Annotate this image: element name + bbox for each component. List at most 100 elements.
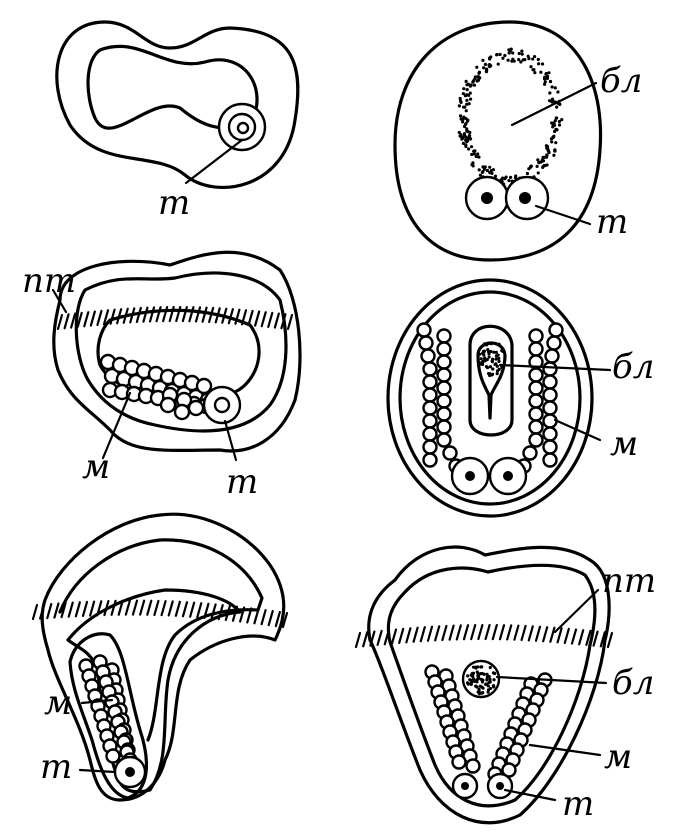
dot <box>459 133 462 136</box>
mesoderm-cell <box>424 415 437 428</box>
dot <box>491 367 494 370</box>
dot <box>486 358 489 361</box>
cilium <box>500 625 504 639</box>
label-bl: бл <box>612 347 654 387</box>
dot <box>549 80 552 83</box>
cilium <box>255 312 259 326</box>
dot <box>537 171 540 174</box>
mesoderm-cell <box>175 405 189 419</box>
dot <box>464 139 467 142</box>
dot <box>492 351 495 354</box>
dot <box>476 670 479 673</box>
dot <box>475 155 478 158</box>
panel-5-embryo: м m <box>33 514 287 800</box>
cilium <box>565 629 569 643</box>
cilium <box>69 603 73 617</box>
dot <box>558 123 561 126</box>
dot <box>539 71 542 74</box>
dot <box>474 75 477 78</box>
mesoderm-cell <box>530 369 543 382</box>
mesoderm-cell <box>438 356 451 369</box>
mesoderm-cell <box>530 408 543 421</box>
dot <box>527 55 530 58</box>
dot <box>520 49 523 52</box>
cilium <box>76 602 80 616</box>
dot <box>482 350 485 353</box>
dot <box>550 137 553 140</box>
mesoderm-cell <box>530 382 543 395</box>
mesoderm-cell <box>544 441 557 454</box>
dot <box>468 134 471 137</box>
dot <box>509 176 512 179</box>
cilium <box>203 308 207 322</box>
dot <box>478 692 481 695</box>
dot <box>529 65 532 68</box>
mesoderm-cell <box>438 382 451 395</box>
mesoderm-cell <box>418 324 431 337</box>
dot <box>548 91 551 94</box>
mesoderm-cell <box>530 421 543 434</box>
dot <box>546 145 549 148</box>
label-m: m <box>40 747 72 787</box>
cilium <box>529 626 533 640</box>
cilium <box>84 312 88 326</box>
dot <box>517 58 520 61</box>
cilium <box>140 601 144 615</box>
dot <box>486 169 489 172</box>
cilium <box>154 601 158 615</box>
dot <box>470 145 473 148</box>
cilium <box>435 626 439 640</box>
dot <box>468 102 471 105</box>
cilium <box>514 626 518 640</box>
label-bl: бл <box>600 61 642 101</box>
mesoderm-cell <box>422 350 435 363</box>
cilium <box>47 604 51 618</box>
dot <box>464 123 467 126</box>
cilium <box>608 633 612 647</box>
dot <box>529 165 532 168</box>
panel-6-embryo: пт бл м m <box>356 547 656 824</box>
dot <box>470 679 473 682</box>
cilium <box>157 307 161 321</box>
dot <box>469 137 472 140</box>
cilium <box>507 625 511 639</box>
dot <box>555 128 558 131</box>
dot <box>501 57 504 60</box>
mesoderm-cell <box>197 379 211 393</box>
dot <box>489 666 492 669</box>
dot <box>497 354 500 357</box>
dot <box>555 106 558 109</box>
dot <box>488 63 491 66</box>
dot <box>487 342 490 345</box>
mesoderm-cell <box>444 447 457 460</box>
mesoderm-cell <box>453 756 466 769</box>
dot <box>547 151 550 154</box>
dot <box>477 688 480 691</box>
dot <box>476 674 479 677</box>
dot <box>460 137 463 140</box>
dot <box>477 156 480 159</box>
dot <box>556 90 559 93</box>
cilium <box>97 311 101 325</box>
dot <box>467 94 470 97</box>
dot <box>462 92 465 95</box>
cilium <box>169 601 173 615</box>
dot <box>551 98 554 101</box>
dot <box>551 85 554 88</box>
dot <box>555 116 558 119</box>
dot <box>487 355 490 358</box>
dot <box>500 366 503 369</box>
mesoderm-cell <box>424 441 437 454</box>
cilium <box>276 612 280 626</box>
label-m: m <box>226 462 258 502</box>
dot <box>558 103 561 106</box>
dot <box>518 52 521 55</box>
cilium <box>176 602 180 616</box>
dot <box>498 368 501 371</box>
dot <box>488 681 491 684</box>
mesoderm-cell <box>424 454 437 467</box>
cilium <box>493 625 497 639</box>
cilium <box>58 315 62 329</box>
dot <box>475 66 478 69</box>
cilium <box>288 315 292 329</box>
